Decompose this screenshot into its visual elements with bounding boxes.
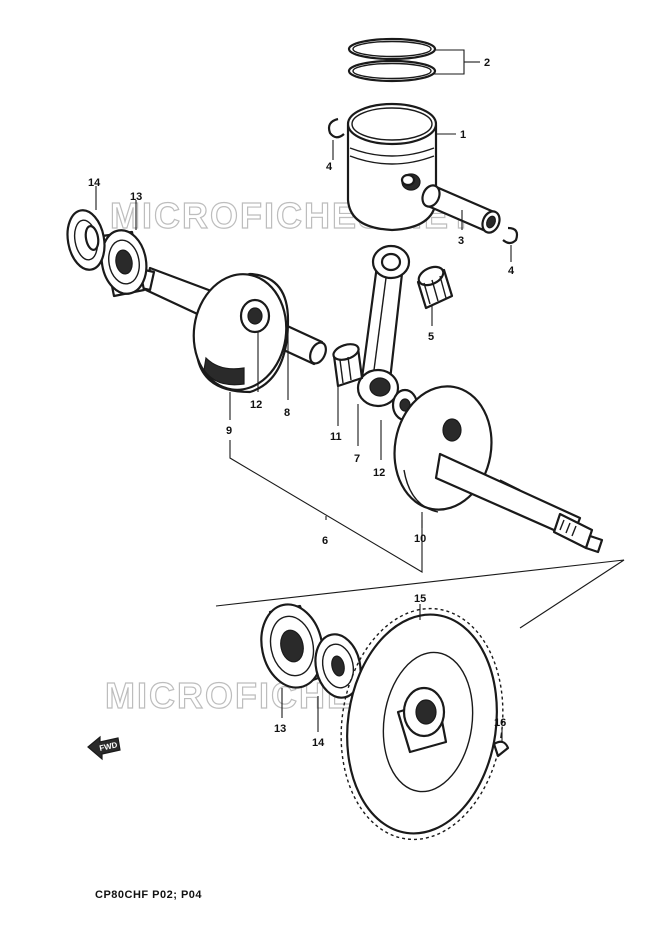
callout-4: 4: [326, 161, 333, 173]
callout-9: 9: [226, 425, 232, 437]
crankshaft-assembly-bracket: [229, 440, 423, 573]
callout-15: 15: [414, 593, 426, 605]
callout-2: 2: [484, 57, 490, 69]
piston-rings[interactable]: [347, 37, 437, 83]
oil-seal-left[interactable]: [63, 207, 109, 272]
callout-12: 12: [373, 467, 385, 479]
big-end-bearing[interactable]: [331, 341, 364, 388]
callout-4: 4: [508, 265, 515, 277]
leader-lines: [95, 49, 512, 742]
callout-8: 8: [284, 407, 290, 419]
model-code-label: CP80CHF P02; P04: [95, 889, 203, 901]
callout-7: 7: [354, 453, 360, 465]
callout-13: 13: [274, 723, 286, 735]
callout-numbers: 2 1 4 3 4 5 14 13 12 8 9 11 7 12 6 10 15…: [88, 57, 515, 749]
callout-3: 3: [458, 235, 464, 247]
callout-5: 5: [428, 331, 434, 343]
callout-13: 13: [130, 191, 142, 203]
piston-pin-clip-right[interactable]: [502, 226, 519, 245]
piston-pin[interactable]: [419, 183, 502, 236]
callout-14: 14: [312, 737, 325, 749]
svg-text:FWD: FWD: [99, 740, 119, 753]
callout-16: 16: [494, 717, 506, 729]
primary-drive-gear[interactable]: [327, 598, 518, 850]
callout-11: 11: [330, 431, 342, 443]
oil-seal-bottom[interactable]: [310, 630, 366, 702]
callout-1: 1: [460, 129, 466, 141]
piston-pin-clip-left[interactable]: [327, 117, 345, 139]
callout-14: 14: [88, 177, 101, 189]
callout-6: 6: [322, 535, 328, 547]
small-end-bearing[interactable]: [416, 263, 454, 310]
crank-bearing-left[interactable]: [97, 227, 151, 298]
crankshaft-left[interactable]: [122, 264, 294, 396]
callout-10: 10: [414, 533, 426, 545]
callout-12: 12: [250, 399, 262, 411]
connecting-rod[interactable]: [356, 244, 411, 408]
fwd-arrow-icon: FWD: [87, 735, 121, 761]
section-divider: [215, 559, 625, 629]
crankshaft-right[interactable]: [385, 379, 604, 554]
piston[interactable]: [346, 102, 438, 232]
woodruff-key[interactable]: [492, 740, 510, 758]
